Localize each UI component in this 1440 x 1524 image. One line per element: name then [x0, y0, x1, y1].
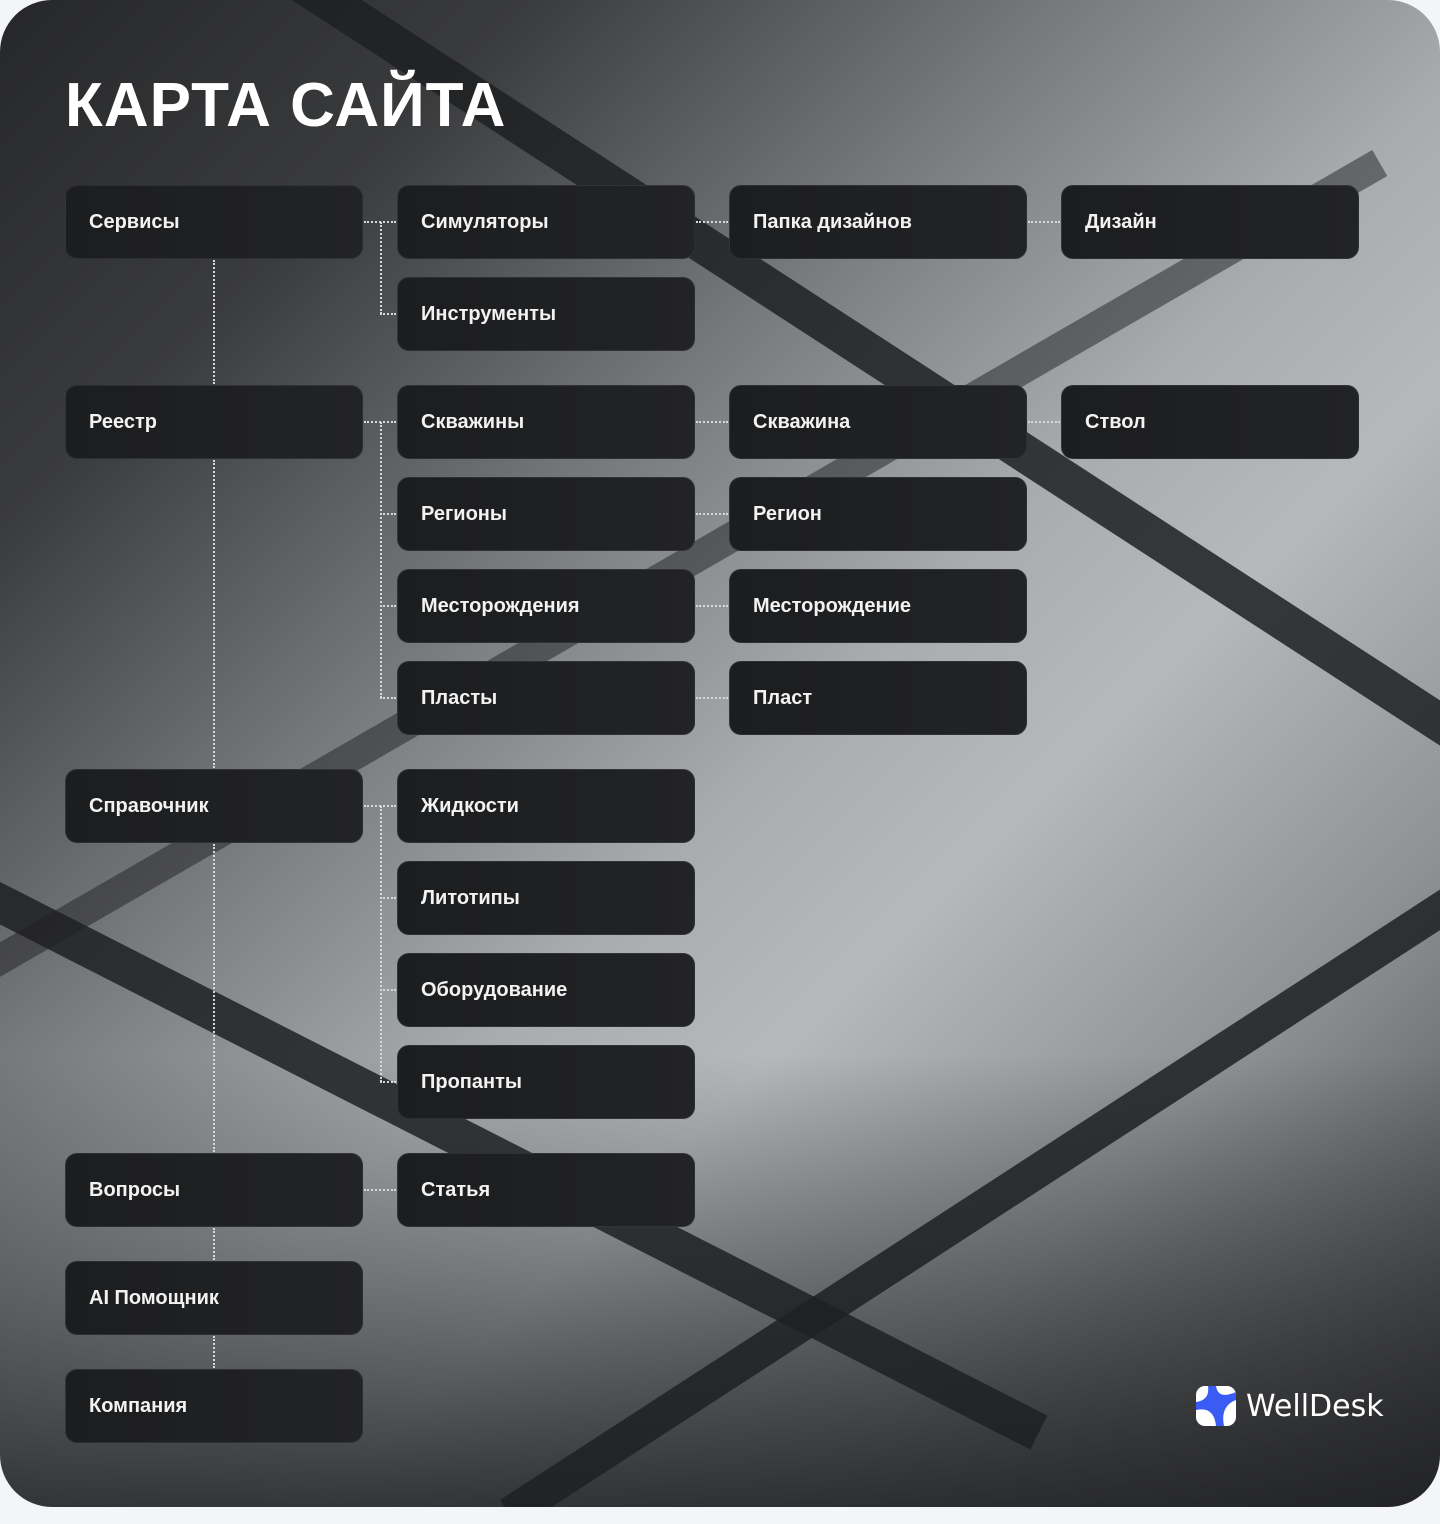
- node-label: Инструменты: [421, 302, 557, 325]
- connector: [1028, 221, 1060, 223]
- brand-name: WellDesk: [1246, 1388, 1384, 1424]
- node-label: Регион: [753, 502, 822, 525]
- node-design[interactable]: Дизайн: [1061, 185, 1359, 259]
- node-label: Папка дизайнов: [753, 210, 912, 233]
- node-region[interactable]: Регион: [729, 477, 1027, 551]
- connector: [380, 313, 396, 315]
- connector: [213, 1228, 215, 1260]
- connector: [696, 513, 728, 515]
- node-label: Симуляторы: [421, 210, 549, 233]
- node-wells[interactable]: Скважины: [397, 385, 695, 459]
- node-proppants[interactable]: Пропанты: [397, 1045, 695, 1119]
- node-label: Статья: [421, 1178, 491, 1201]
- node-fields[interactable]: Месторождения: [397, 569, 695, 643]
- connector: [213, 1336, 215, 1368]
- connector: [696, 697, 728, 699]
- node-ai-assistant[interactable]: AI Помощник: [65, 1261, 363, 1335]
- node-well[interactable]: Скважина: [729, 385, 1027, 459]
- brand-logo: WellDesk: [1196, 1386, 1384, 1426]
- node-company[interactable]: Компания: [65, 1369, 363, 1443]
- node-tools[interactable]: Инструменты: [397, 277, 695, 351]
- node-label: Ствол: [1085, 410, 1146, 433]
- connector: [213, 260, 215, 384]
- node-equipment[interactable]: Оборудование: [397, 953, 695, 1027]
- node-label: Дизайн: [1085, 210, 1157, 233]
- welldesk-logo-icon: [1196, 1386, 1236, 1426]
- node-reference[interactable]: Справочник: [65, 769, 363, 843]
- node-label: Справочник: [89, 794, 209, 817]
- node-fluids[interactable]: Жидкости: [397, 769, 695, 843]
- node-label: Пропанты: [421, 1070, 522, 1093]
- node-label: Пласты: [421, 686, 498, 709]
- node-label: Оборудование: [421, 978, 568, 1001]
- connector: [380, 989, 396, 991]
- node-lithotypes[interactable]: Литотипы: [397, 861, 695, 935]
- node-label: Сервисы: [89, 210, 180, 233]
- node-layers[interactable]: Пласты: [397, 661, 695, 735]
- node-regions[interactable]: Регионы: [397, 477, 695, 551]
- node-label: Пласт: [753, 686, 813, 709]
- node-label: Вопросы: [89, 1178, 181, 1201]
- node-label: Скважина: [753, 410, 851, 433]
- connector: [380, 422, 382, 698]
- connector: [380, 806, 382, 1082]
- node-label: Жидкости: [421, 794, 519, 817]
- connector: [380, 897, 396, 899]
- connector: [213, 844, 215, 1152]
- node-article[interactable]: Статья: [397, 1153, 695, 1227]
- node-label: Реестр: [89, 410, 157, 433]
- node-label: Скважины: [421, 410, 525, 433]
- node-simulators[interactable]: Симуляторы: [397, 185, 695, 259]
- node-label: Месторождения: [421, 594, 580, 617]
- connector: [696, 421, 728, 423]
- connector: [213, 460, 215, 768]
- connector: [380, 697, 396, 699]
- page-title: КАРТА САЙТА: [65, 71, 507, 140]
- node-label: Регионы: [421, 502, 507, 525]
- connector: [696, 605, 728, 607]
- connector: [380, 1081, 396, 1083]
- node-field[interactable]: Месторождение: [729, 569, 1027, 643]
- node-label: Месторождение: [753, 594, 912, 617]
- connector: [380, 222, 382, 314]
- connector: [364, 1189, 396, 1191]
- node-registry[interactable]: Реестр: [65, 385, 363, 459]
- node-services[interactable]: Сервисы: [65, 185, 363, 259]
- node-label: Компания: [89, 1394, 188, 1417]
- node-design-folder[interactable]: Папка дизайнов: [729, 185, 1027, 259]
- connector: [380, 513, 396, 515]
- node-label: AI Помощник: [89, 1286, 219, 1309]
- node-questions[interactable]: Вопросы: [65, 1153, 363, 1227]
- node-wellbore[interactable]: Ствол: [1061, 385, 1359, 459]
- connector: [696, 221, 728, 223]
- node-layer[interactable]: Пласт: [729, 661, 1027, 735]
- node-label: Литотипы: [421, 886, 520, 909]
- connector: [1028, 421, 1060, 423]
- connector: [380, 605, 396, 607]
